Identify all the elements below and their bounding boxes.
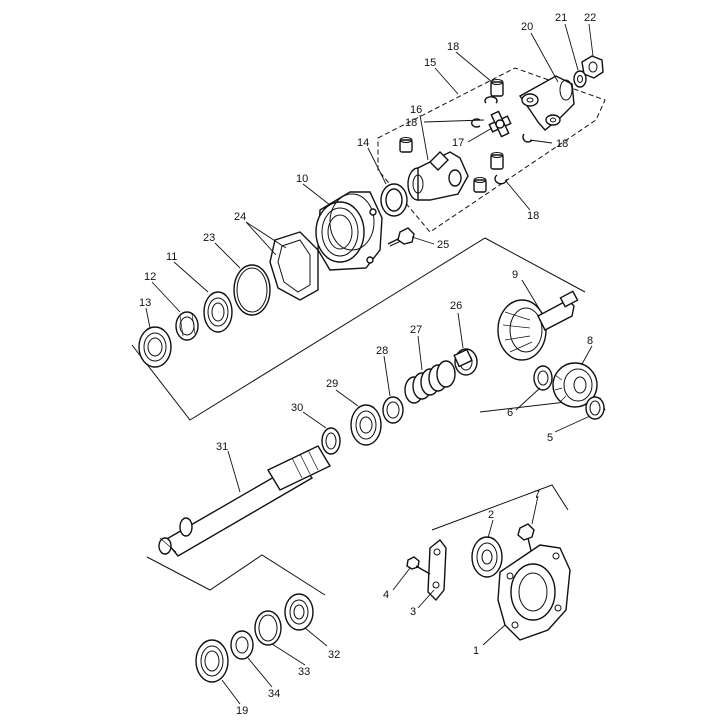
oil-seal-part-14 — [380, 183, 408, 217]
callout-8: 8 — [587, 335, 593, 347]
callout-25: 25 — [437, 239, 449, 251]
callout-2: 2 — [488, 509, 494, 521]
leader-lines — [145, 23, 594, 705]
circlip-2 — [471, 118, 481, 128]
callout-1: 1 — [473, 645, 479, 657]
callout-11: 11 — [166, 251, 177, 263]
callout-21: 21 — [555, 12, 567, 24]
drive-shaft-part-31 — [158, 445, 331, 557]
callout-18-bottom: 18 — [527, 210, 539, 222]
collar-part-28 — [382, 396, 404, 424]
bearing-housing-part-1 — [497, 544, 571, 641]
bearing-cap-right — [473, 177, 487, 193]
yoke-part-16 — [407, 151, 469, 201]
callout-18-top: 18 — [447, 41, 459, 53]
callout-27: 27 — [410, 324, 422, 336]
bearing-cap-upper — [490, 79, 504, 97]
bearing-part-13 — [138, 326, 172, 368]
callout-17: 17 — [452, 137, 464, 149]
callout-6: 6 — [507, 407, 513, 419]
collar-part-12 — [175, 311, 199, 341]
bracket-part-3 — [427, 539, 447, 602]
washer-part-21 — [573, 70, 587, 88]
callout-28: 28 — [376, 345, 388, 357]
oil-seal-part-19 — [195, 639, 229, 683]
callout-9: 9 — [512, 269, 518, 281]
bearing-part-29 — [350, 404, 382, 446]
callout-20: 20 — [521, 21, 533, 33]
o-ring-part-23 — [233, 264, 271, 316]
callout-19: 19 — [236, 705, 248, 717]
coupling-part-26 — [453, 348, 478, 376]
lower-assembly-outline-right — [431, 484, 569, 531]
callout-31: 31 — [216, 441, 228, 453]
callout-29: 29 — [326, 378, 338, 390]
bolt-part-25 — [387, 227, 415, 247]
callout-18-left: 18 — [405, 117, 417, 129]
callout-14: 14 — [357, 137, 369, 149]
callout-12: 12 — [144, 271, 156, 283]
circlip-3 — [522, 133, 533, 143]
callout-18-right: 18 — [556, 138, 568, 150]
screw-part-4 — [406, 556, 431, 575]
callout-4: 4 — [383, 589, 389, 601]
upper-assembly-outline — [131, 237, 586, 421]
callout-5: 5 — [547, 432, 553, 444]
callout-30: 30 — [291, 402, 303, 414]
pinion-gear-part-9 — [497, 290, 579, 361]
spring-part-27 — [404, 360, 456, 404]
collar-part-34 — [230, 630, 254, 660]
circlip-4 — [494, 174, 508, 185]
bearing-part-32 — [284, 593, 314, 631]
callout-24: 24 — [234, 211, 246, 223]
callout-23: 23 — [203, 232, 215, 244]
yoke-part-20 — [518, 75, 575, 131]
callout-7: 7 — [534, 489, 540, 501]
bearing-part-11 — [203, 291, 233, 333]
ring-gear-part-8 — [552, 362, 598, 408]
bearing-cap-lower — [490, 152, 504, 170]
callout-10: 10 — [296, 173, 308, 185]
o-ring-inner — [236, 267, 268, 313]
circlip-1 — [484, 96, 498, 104]
bearing-cap-left — [399, 137, 413, 153]
bearing-part-2 — [471, 536, 503, 578]
callout-32: 32 — [328, 649, 340, 661]
shim-part-6 — [533, 365, 553, 391]
washer-part-30 — [321, 427, 341, 455]
callout-26: 26 — [450, 300, 462, 312]
washer-part-5 — [585, 396, 605, 420]
bearing-housing-part-10 — [315, 191, 383, 271]
callout-34: 34 — [268, 688, 280, 700]
callout-13: 13 — [139, 297, 151, 309]
callout-16: 16 — [410, 104, 422, 116]
callout-22: 22 — [584, 12, 596, 24]
callout-3: 3 — [410, 606, 416, 618]
lower-assembly-outline-left — [146, 554, 326, 596]
callout-33: 33 — [298, 666, 310, 678]
gasket-part-24 — [269, 231, 319, 301]
callout-labels: 22 21 20 15 18 18 17 18 18 16 14 10 24 2… — [139, 12, 596, 717]
universal-joint-group-outline — [377, 67, 606, 233]
callout-15: 15 — [424, 57, 436, 69]
circlip-part-33 — [254, 610, 282, 646]
spider-cross-part-17 — [488, 110, 512, 138]
